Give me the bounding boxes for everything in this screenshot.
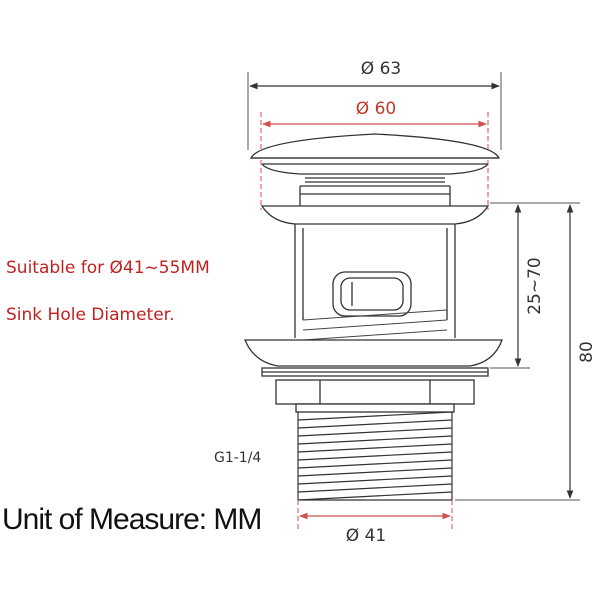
suitable-note-line2: Sink Hole Diameter.: [6, 305, 175, 325]
upper-threads: [302, 309, 448, 341]
cap-diameter-label: Ø 60: [356, 99, 396, 119]
lock-nut: [261, 367, 489, 413]
body-diameter-dimension: Ø 41: [297, 500, 453, 546]
total-height-label: 80: [577, 341, 597, 363]
top-diameter-label: Ø 63: [361, 59, 401, 79]
total-height-dimension: 80: [455, 202, 597, 501]
body-cylinder: [294, 224, 456, 338]
suitable-note-line1: Suitable for Ø41~55MM: [6, 258, 210, 278]
unit-of-measure-label: Unit of Measure: MM: [2, 503, 262, 536]
tail-threads: [297, 411, 453, 501]
adjust-range-label: 25~70: [525, 257, 545, 315]
pop-up-cap: [249, 133, 501, 187]
washer: [244, 339, 503, 367]
top-diameter-dimension: Ø 63: [247, 59, 502, 150]
overflow-slot: [332, 271, 412, 317]
thread-size-label: G1-1/4: [214, 450, 262, 466]
body-diameter-label: Ø 41: [346, 526, 386, 546]
body-top-flange: [260, 186, 490, 225]
cap-diameter-dimension: Ø 60: [260, 99, 489, 210]
